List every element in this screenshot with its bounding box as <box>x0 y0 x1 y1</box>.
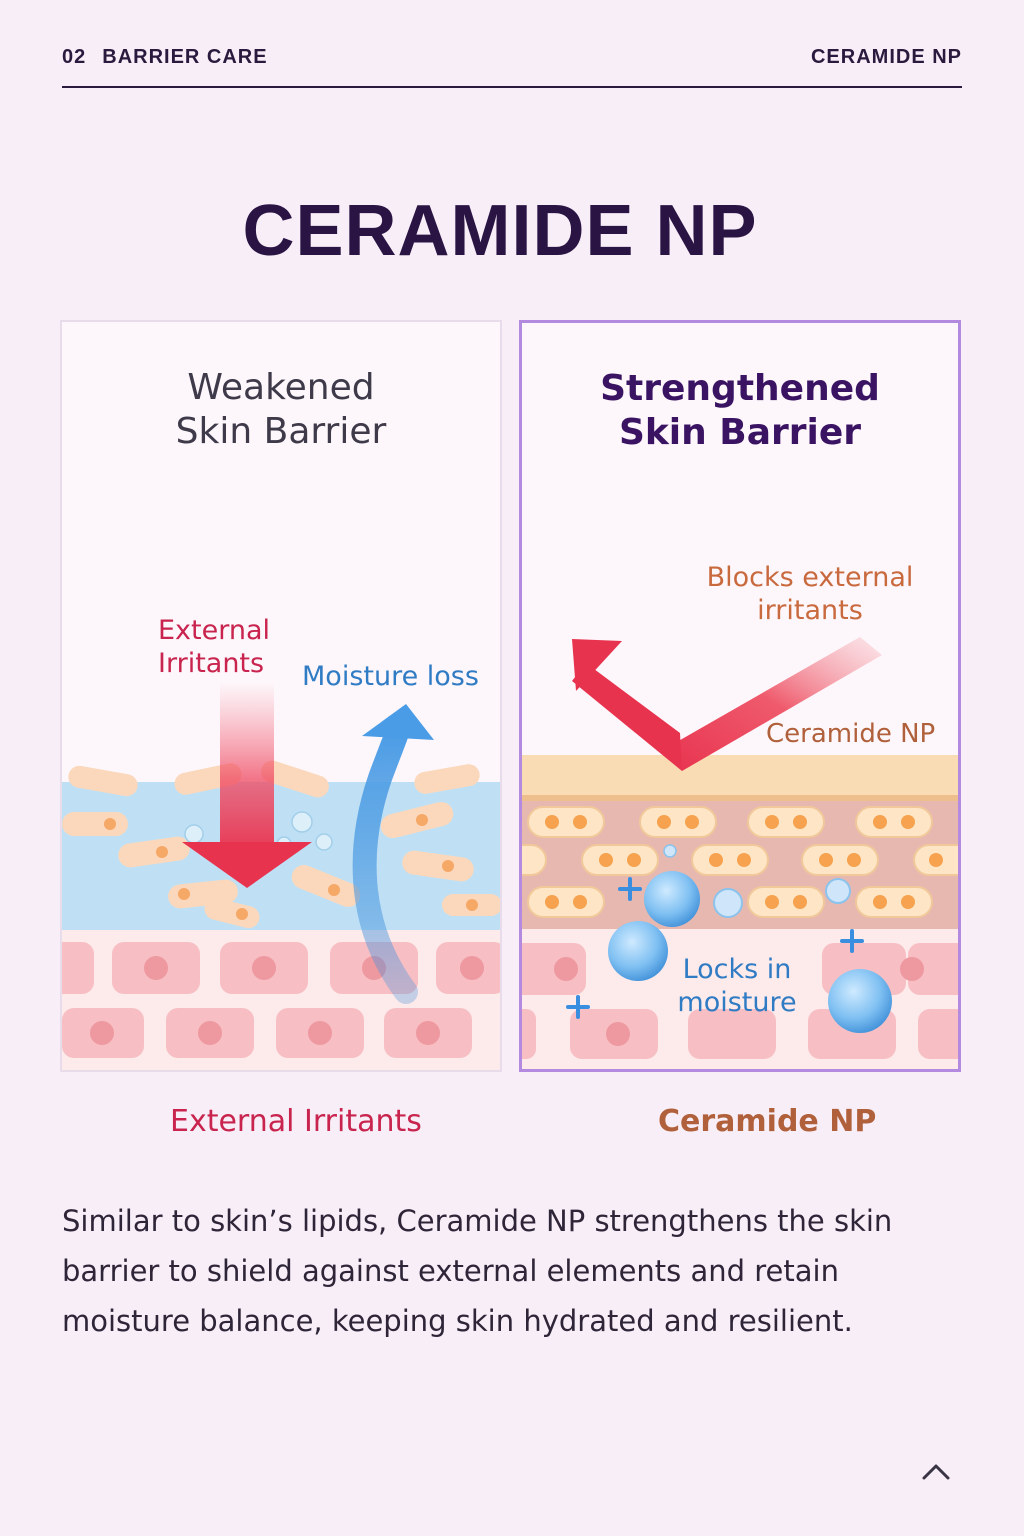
lipid-cell-rows <box>522 806 958 918</box>
weakened-barrier-panel: Weakened Skin Barrier External Irritants… <box>60 320 502 1072</box>
page-title: CERAMIDE NP <box>242 191 758 271</box>
product-label: CERAMIDE NP <box>810 46 962 68</box>
irritant-down-arrow <box>182 682 312 888</box>
chevron-up-icon[interactable] <box>918 1456 954 1486</box>
blocks-irritants-label: Blocks external irritants <box>706 562 914 626</box>
section-number: 02 <box>62 46 87 68</box>
section-name: BARRIER CARE <box>102 46 268 68</box>
weakened-barrier-illustration <box>62 682 500 1070</box>
moisture-loss-label: Moisture loss <box>302 661 479 692</box>
ceramide-layer-label: Ceramide NP <box>766 719 936 749</box>
strengthened-barrier-panel: Strengthened Skin Barrier Blocks externa… <box>519 320 961 1072</box>
right-caption: Ceramide NP <box>658 1104 877 1139</box>
moisture-loss-arrow <box>352 704 434 1004</box>
description-text: Similar to skin’s lipids, Ceramide NP st… <box>62 1204 893 1338</box>
strengthened-barrier-title: Strengthened Skin Barrier <box>600 368 880 453</box>
page-header: 02 BARRIER CARE CERAMIDE NP <box>62 40 962 88</box>
section-label: 02 BARRIER CARE <box>62 40 268 69</box>
locks-moisture-label: Locks in moisture <box>677 954 797 1018</box>
irritant-deflect-arrow <box>572 637 882 771</box>
ceramide-layer <box>522 755 958 799</box>
weakened-barrier-title: Weakened Skin Barrier <box>175 367 387 452</box>
moisture-droplets <box>608 844 892 1033</box>
external-irritants-label: External Irritants <box>158 615 271 679</box>
strengthened-barrier-illustration <box>522 637 958 1069</box>
left-caption: External Irritants <box>170 1104 422 1139</box>
